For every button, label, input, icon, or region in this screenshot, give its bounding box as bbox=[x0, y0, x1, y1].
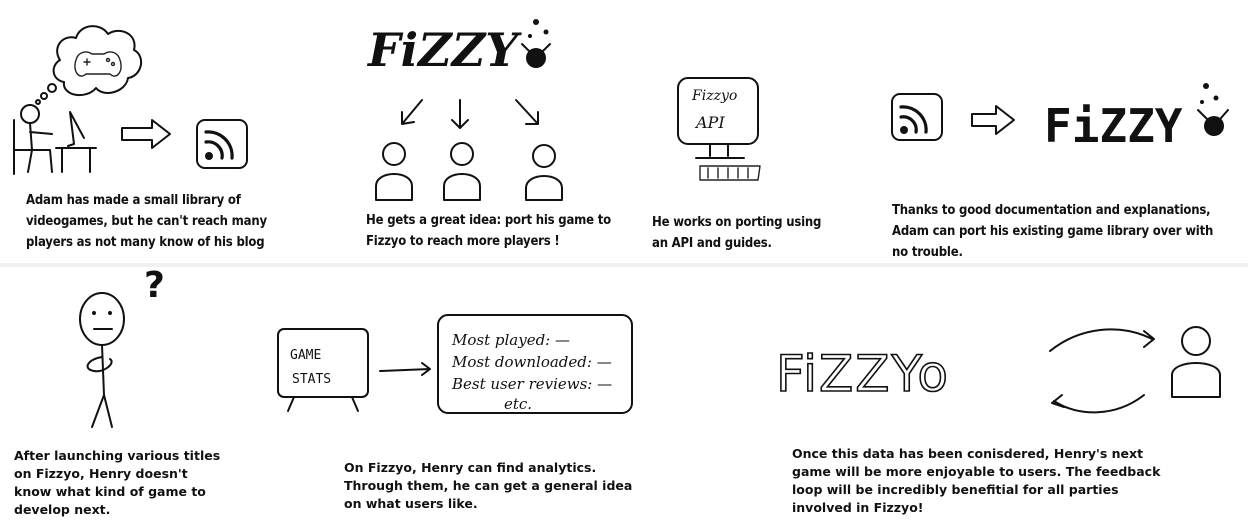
rss-to-fizzyo-sketch: FiZZY bbox=[891, 83, 1229, 153]
api-monitor-label-2: API bbox=[694, 113, 725, 132]
panel-adam-blog: Adam has made a small library of videoga… bbox=[0, 0, 300, 262]
panel2-caption: He gets a great idea: port his game to F… bbox=[366, 213, 611, 249]
stats-list-item-3: Best user reviews: — bbox=[451, 375, 612, 393]
panel6-caption: On Fizzyo, Henry can find analytics. Thr… bbox=[344, 460, 633, 511]
panel-library-port: FiZZY Thanks to good documentation and e… bbox=[880, 0, 1248, 262]
panel-game-stats: GAME STATS Most played: — Most downloade… bbox=[270, 267, 640, 529]
row-divider bbox=[0, 263, 1248, 267]
panel7-caption: Once this data has been conisdered, Henr… bbox=[792, 446, 1161, 515]
api-monitor-sketch: Fizzyo API bbox=[677, 77, 761, 181]
feedback-loop-sketch: FiZZYo bbox=[775, 326, 1221, 414]
panel3-caption: He works on porting using an API and gui… bbox=[652, 215, 822, 251]
adam-at-computer-sketch bbox=[13, 25, 248, 175]
question-mark: ? bbox=[144, 265, 165, 306]
stats-list-item-4: etc. bbox=[504, 395, 532, 413]
panel1-caption: Adam has made a small library of videoga… bbox=[26, 193, 267, 250]
panel5-caption: After launching various titles on Fizzyo… bbox=[14, 448, 221, 517]
panel-port-idea: FiZZY He gets a great idea: port his gam… bbox=[350, 0, 630, 262]
fizzyo-logo-sketch: FiZZY bbox=[366, 23, 522, 77]
panel-henry-question: ? After launching various titles on Fizz… bbox=[0, 265, 300, 529]
fizzyo-outline-logo: FiZZYo bbox=[776, 345, 950, 403]
stats-monitor-label-2: STATS bbox=[292, 372, 331, 387]
api-monitor-label-1: Fizzyo bbox=[691, 88, 737, 104]
henry-stick-figure-sketch: ? bbox=[79, 265, 165, 428]
panel-api-porting: Fizzyo API He works on porting using an … bbox=[648, 0, 848, 262]
stats-monitor-label-1: GAME bbox=[290, 348, 321, 363]
game-stats-sketch: GAME STATS Most played: — Most downloade… bbox=[277, 314, 633, 414]
panel4-caption: Thanks to good documentation and explana… bbox=[892, 203, 1214, 260]
stats-list-item-1: Most played: — bbox=[451, 331, 570, 349]
fizzyo-people-sketch: FiZZY bbox=[366, 19, 563, 201]
stats-list-item-2: Most downloaded: — bbox=[451, 353, 612, 371]
panel-feedback-loop: FiZZYo Once this data has been conisdere… bbox=[760, 267, 1248, 529]
svg-text:FiZZY: FiZZY bbox=[1044, 99, 1183, 153]
